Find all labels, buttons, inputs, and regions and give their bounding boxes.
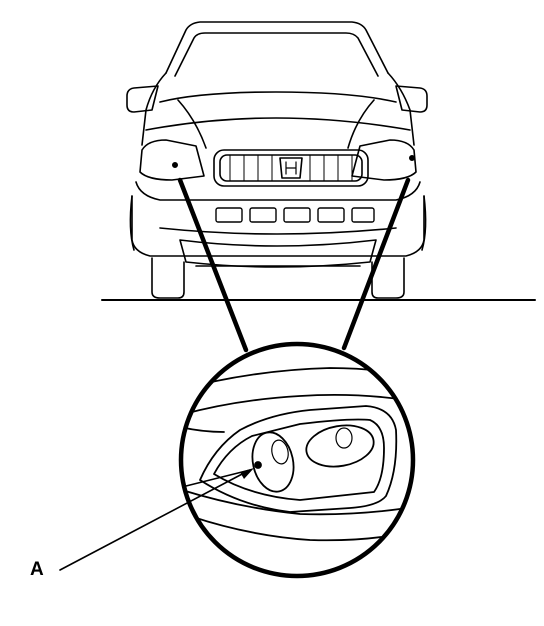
detail-bumper-line-1 bbox=[181, 489, 413, 516]
detail-low-beam bbox=[251, 431, 295, 493]
body-left-side bbox=[141, 72, 167, 146]
detail-pointer-arrow bbox=[185, 469, 251, 487]
windshield-glass bbox=[174, 32, 379, 77]
detail-high-beam bbox=[305, 424, 375, 468]
grille-inner bbox=[219, 154, 363, 182]
detail-aim-adjuster bbox=[254, 461, 262, 469]
headlight-right-adjuster bbox=[408, 155, 415, 162]
emblem bbox=[279, 157, 303, 179]
leader-line-left bbox=[177, 177, 249, 353]
bumper-lower-line bbox=[159, 227, 397, 235]
vehicle-front-view bbox=[126, 21, 428, 299]
windshield-frame bbox=[165, 21, 389, 74]
detail-high-beam-bulb bbox=[335, 427, 353, 449]
bumper-upper bbox=[135, 181, 421, 201]
hood-front-edge bbox=[145, 117, 411, 131]
fender-left bbox=[129, 195, 135, 251]
headlight-left bbox=[139, 139, 205, 181]
callout-a-label: A bbox=[30, 559, 44, 580]
emblem-h bbox=[285, 161, 297, 175]
callout-a-leader bbox=[59, 471, 247, 571]
grille-bars bbox=[229, 154, 353, 182]
hood bbox=[159, 91, 397, 103]
bumper-slots bbox=[215, 207, 375, 223]
hood-crease-right bbox=[347, 99, 375, 149]
detail-fender-edge bbox=[181, 425, 225, 433]
detail-content bbox=[181, 367, 413, 542]
leader-line-right bbox=[341, 177, 411, 351]
grille bbox=[213, 149, 369, 187]
detail-headlight-inner bbox=[213, 418, 385, 501]
callout-a-arrowhead bbox=[240, 468, 254, 479]
mirror-left bbox=[126, 85, 159, 113]
tire-right bbox=[371, 257, 405, 299]
detail-hood-line-2 bbox=[181, 393, 413, 419]
tire-left bbox=[151, 257, 185, 299]
headlight-left-adjuster bbox=[172, 162, 179, 169]
fender-right bbox=[421, 195, 427, 251]
hood-crease-left bbox=[177, 99, 207, 149]
mirror-right bbox=[395, 85, 428, 113]
detail-circle-outline bbox=[178, 341, 416, 579]
detail-leader-lines bbox=[177, 177, 411, 353]
detail-headlight-housing bbox=[199, 405, 398, 513]
bumper-face bbox=[131, 195, 425, 257]
detail-low-beam-bulb bbox=[271, 439, 289, 465]
body-right-side bbox=[387, 72, 415, 146]
